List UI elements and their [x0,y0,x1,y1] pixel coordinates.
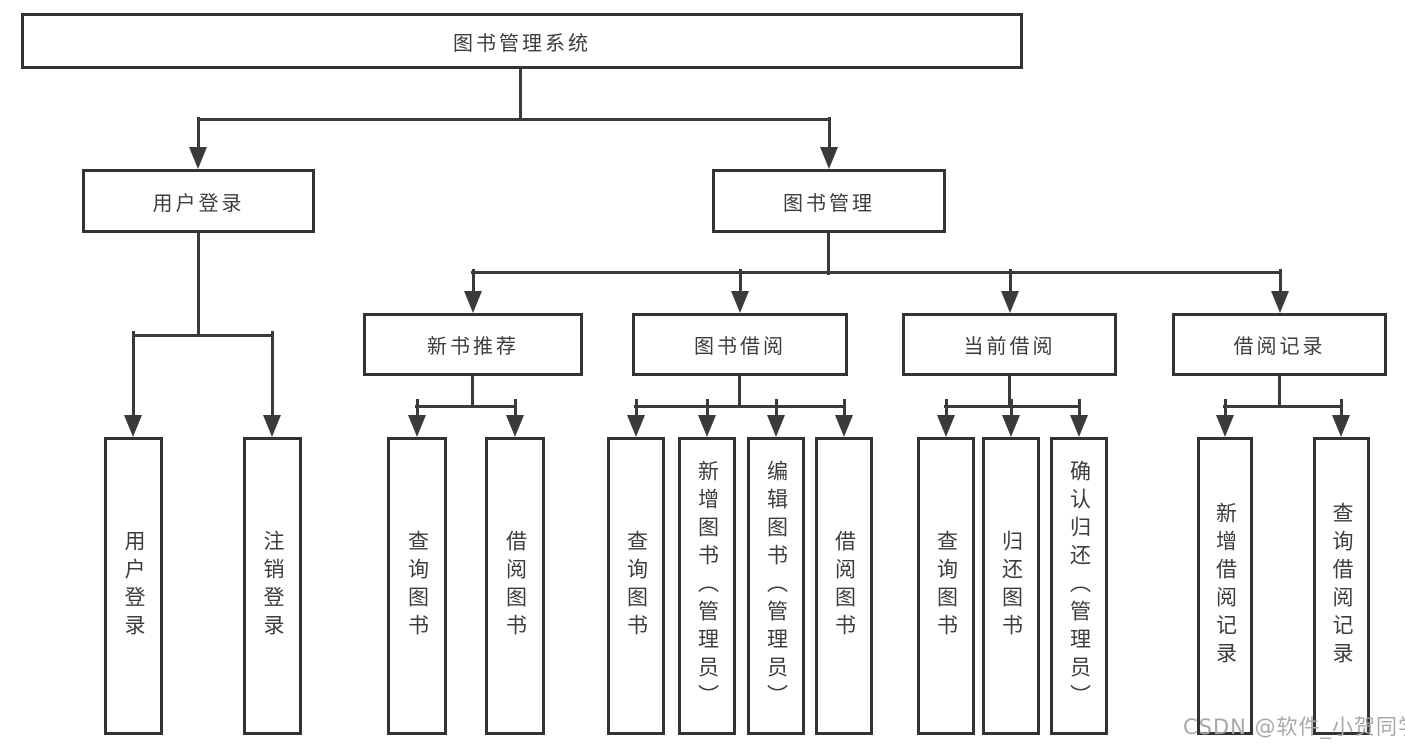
leaf-add-book-admin: 新增图书（管理员） [678,437,736,735]
leaf-confirm-return-admin: 确认归还（管理员） [1050,437,1108,735]
leaf-query-borrow-record: 查询借阅记录 [1313,437,1370,735]
arrow-down-icon [1332,399,1350,437]
connector-line [634,405,846,408]
arrow-down-icon [189,117,207,169]
arrow-down-icon [506,399,524,437]
leaf-query-books-recommend: 查询图书 [387,437,447,735]
arrow-down-icon [731,269,749,313]
arrow-down-icon [820,117,838,169]
connector-line [197,233,200,337]
connector-line [197,118,831,121]
node-current-borrowing: 当前借阅 [902,313,1117,376]
node-borrowing-records: 借阅记录 [1172,313,1387,376]
node-library-management-system: 图书管理系统 [21,13,1023,69]
leaf-borrow-books-recommend: 借阅图书 [485,437,545,735]
leaf-logout: 注销登录 [243,437,302,735]
arrow-down-icon [408,399,426,437]
connector-line [132,334,274,337]
leaf-return-book: 归还图书 [982,437,1040,735]
arrow-down-icon [464,269,482,313]
arrow-down-icon [698,399,716,437]
leaf-query-books-current: 查询图书 [917,437,975,735]
connector-line [1278,376,1281,408]
connector-line [738,376,741,408]
arrow-down-icon [937,399,955,437]
arrow-down-icon [1002,399,1020,437]
connector-line [471,271,1282,274]
arrow-down-icon [767,399,785,437]
connector-line [471,376,474,408]
leaf-borrow-books-borrowing: 借阅图书 [815,437,873,735]
arrow-down-icon [263,331,281,437]
arrow-down-icon [1271,269,1289,313]
arrow-down-icon [835,399,853,437]
connector-line [1008,376,1011,408]
connector-line [827,233,830,275]
arrow-down-icon [124,331,142,437]
node-new-book-recommend: 新书推荐 [363,313,583,376]
connector-line [1223,405,1343,408]
connector-line [944,405,1081,408]
leaf-user-login: 用户登录 [104,437,163,735]
node-user-login: 用户登录 [82,169,315,233]
node-book-borrowing: 图书借阅 [632,313,848,376]
arrow-down-icon [1070,399,1088,437]
connector-line [519,69,522,121]
arrow-down-icon [1216,399,1234,437]
leaf-add-borrow-record: 新增借阅记录 [1197,437,1253,735]
arrow-down-icon [627,399,645,437]
node-book-management: 图书管理 [712,169,946,233]
leaf-query-books-borrowing: 查询图书 [607,437,665,735]
connector-line [415,405,517,408]
csdn-watermark: CSDN @软件_小贺同学 [1183,715,1405,739]
leaf-edit-book-admin: 编辑图书（管理员） [747,437,805,735]
arrow-down-icon [1001,269,1019,313]
